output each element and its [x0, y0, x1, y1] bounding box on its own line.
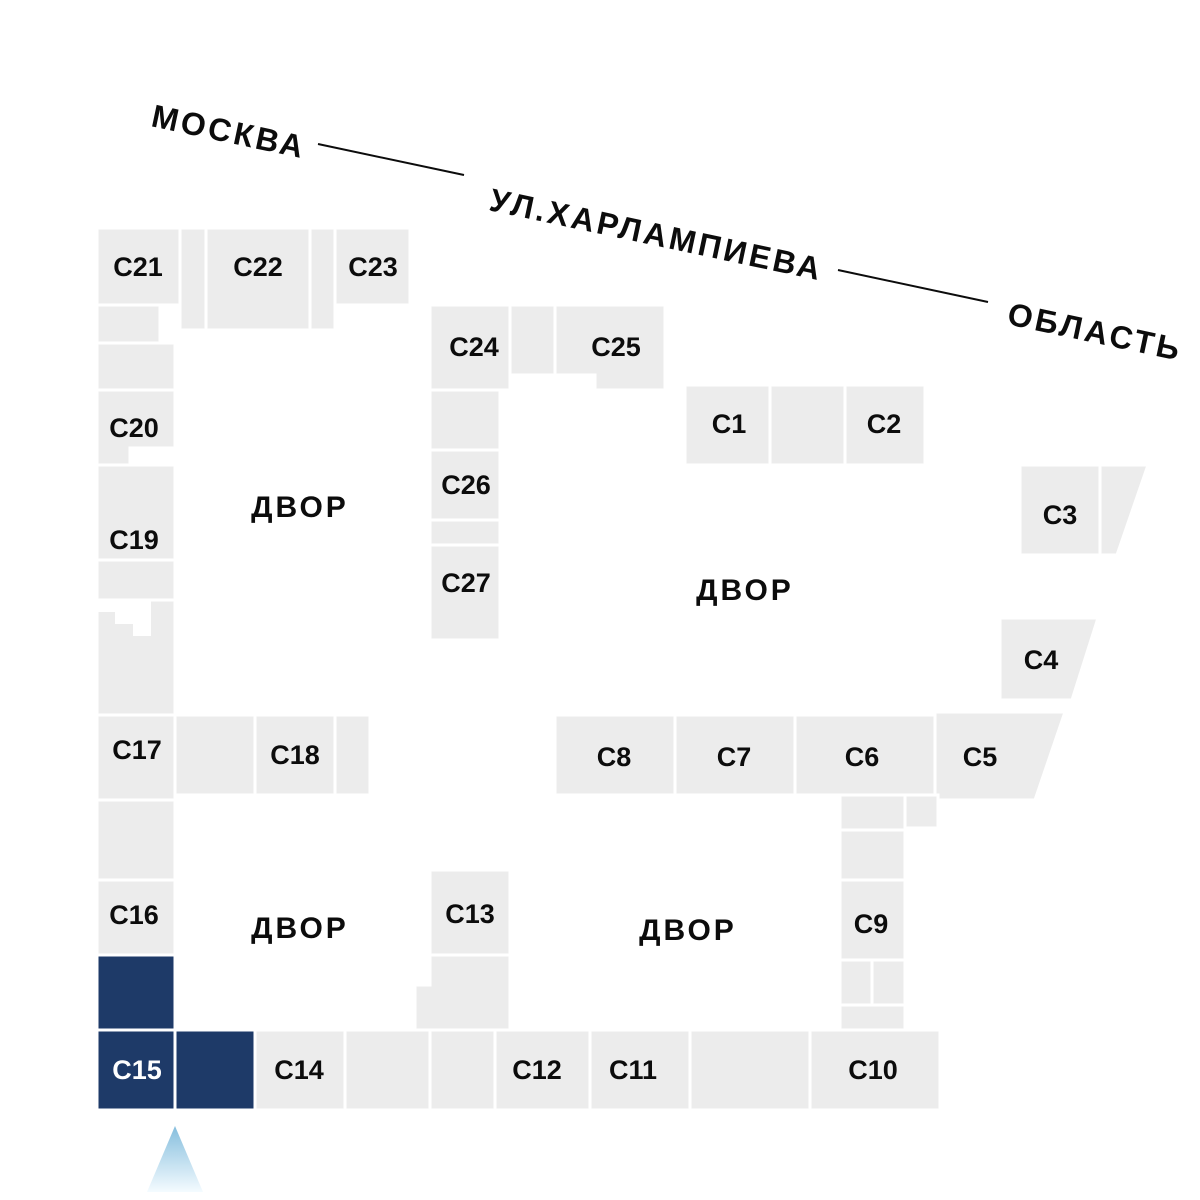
- building-c9[interactable]: [838, 878, 907, 962]
- building-label-c15: С15: [112, 1055, 162, 1085]
- building-c1[interactable]: [683, 383, 772, 467]
- building-segment: [173, 713, 257, 797]
- building-segment: [413, 953, 512, 1032]
- street-line: [837, 269, 989, 303]
- building-label-c9: С9: [854, 909, 889, 939]
- building-segment: [1098, 463, 1151, 557]
- building-label-c4: С4: [1024, 645, 1059, 675]
- building-label-c17: С17: [112, 735, 162, 765]
- building-segment: [95, 303, 162, 345]
- building-c17[interactable]: [95, 713, 177, 802]
- building-c22[interactable]: [204, 226, 312, 332]
- building-label-c21: С21: [113, 252, 163, 282]
- courtyard-label: ДВОР: [696, 574, 794, 607]
- building-c16[interactable]: [95, 878, 177, 957]
- building-label-c19: С19: [109, 525, 159, 555]
- building-c7[interactable]: [673, 713, 797, 797]
- building-segment: [428, 388, 502, 452]
- building-segment: [343, 1028, 432, 1112]
- building-label-c7: С7: [717, 742, 752, 772]
- building-segment: [95, 341, 177, 392]
- building-label-c23: С23: [348, 252, 398, 282]
- building-segment: [838, 828, 907, 882]
- building-c6[interactable]: [793, 713, 937, 797]
- building-label-c2: С2: [867, 409, 902, 439]
- building-segment: [870, 958, 907, 1007]
- building-segment: [95, 558, 177, 602]
- building-c14[interactable]: [253, 1028, 347, 1112]
- building-segment: [903, 793, 940, 830]
- building-c15-segment-selected[interactable]: [173, 1028, 257, 1112]
- building-segment: [178, 226, 208, 332]
- building-segment: [428, 518, 502, 547]
- building-c19[interactable]: [95, 463, 177, 562]
- building-label-c24: С24: [449, 332, 499, 362]
- building-c26[interactable]: [428, 448, 502, 522]
- building-c24[interactable]: [428, 303, 512, 392]
- building-label-c11: С11: [609, 1055, 657, 1085]
- building-label-c6: С6: [845, 742, 880, 772]
- building-label-c26: С26: [441, 470, 491, 500]
- building-label-c14: С14: [274, 1055, 324, 1085]
- building-label-c1: С1: [712, 409, 747, 439]
- building-c2[interactable]: [843, 383, 927, 467]
- building-segment: [838, 958, 874, 1007]
- building-label-c10: С10: [848, 1055, 898, 1085]
- building-c27[interactable]: [428, 543, 502, 642]
- building-label-c22: С22: [233, 252, 283, 282]
- building-label-c25: С25: [591, 332, 641, 362]
- building-label-c16: С16: [109, 900, 159, 930]
- street-label-kharlampieva: УЛ.ХАРЛАМПИЕВА: [487, 182, 827, 288]
- building-c21[interactable]: [95, 226, 182, 307]
- building-segment: [95, 798, 177, 882]
- building-label-c5: С5: [963, 742, 998, 772]
- building-segment: [768, 383, 847, 467]
- building-c25[interactable]: [553, 303, 667, 392]
- building-segment: [838, 1003, 907, 1032]
- courtyard-label: ДВОР: [251, 912, 349, 945]
- courtyard-label: ДВОР: [639, 914, 737, 947]
- building-label-c13: С13: [445, 899, 495, 929]
- location-pointer-icon: [147, 1126, 203, 1192]
- stairs-detail: [97, 600, 151, 636]
- building-c3[interactable]: [1018, 463, 1102, 557]
- building-c12[interactable]: [493, 1028, 592, 1112]
- building-segment: [428, 1028, 497, 1112]
- building-label-c27: С27: [441, 568, 491, 598]
- building-c13[interactable]: [428, 868, 512, 957]
- building-label-c3: С3: [1043, 500, 1078, 530]
- building-c11[interactable]: [588, 1028, 692, 1112]
- building-label-c18: С18: [270, 740, 320, 770]
- building-c4[interactable]: [998, 616, 1101, 702]
- building-segment: [688, 1028, 812, 1112]
- building-segment: [308, 226, 337, 332]
- street-label-oblast: ОБЛАСТЬ: [1005, 296, 1186, 368]
- building-c15-segment-selected[interactable]: [95, 953, 177, 1032]
- building-c23[interactable]: [333, 226, 412, 307]
- building-segment: [333, 713, 372, 797]
- building-label-c8: С8: [597, 742, 632, 772]
- building-c10[interactable]: [808, 1028, 942, 1112]
- building-segment: [508, 303, 557, 377]
- building-segment: [838, 793, 907, 832]
- building-label-c12: С12: [512, 1055, 562, 1085]
- street-line: [317, 143, 465, 176]
- street-label-moscow: МОСКВА: [149, 98, 310, 166]
- courtyard-label: ДВОР: [251, 491, 349, 524]
- building-c5[interactable]: [933, 710, 1068, 802]
- building-label-c20: С20: [109, 413, 159, 443]
